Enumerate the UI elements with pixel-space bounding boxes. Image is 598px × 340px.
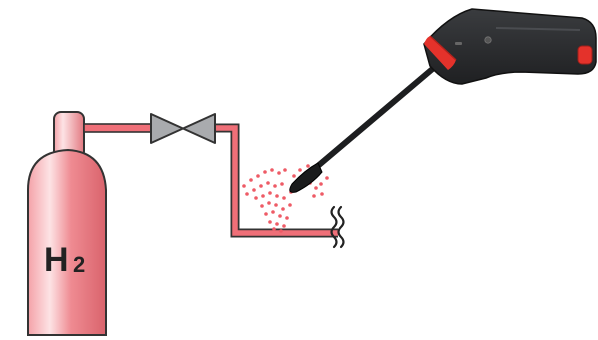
- leak-dot: [272, 227, 276, 231]
- detector-button: [484, 36, 492, 44]
- leak-dot: [279, 229, 283, 233]
- hydrogen-cylinder-icon: [27, 148, 107, 336]
- valve-icon: [150, 113, 216, 144]
- leak-detector-icon: [289, 8, 597, 193]
- leak-dot: [281, 207, 285, 211]
- leak-dot: [312, 194, 316, 198]
- pipe-segment-right-fill: [213, 125, 338, 236]
- leak-dot: [273, 184, 277, 188]
- leak-dot: [278, 214, 282, 218]
- leak-dot: [271, 210, 275, 214]
- hydrogen-cylinder: H 2: [27, 111, 107, 336]
- leak-dot: [266, 181, 270, 185]
- leak-dot: [319, 182, 323, 186]
- detector-handle: [423, 8, 597, 85]
- leak-dot: [264, 212, 268, 216]
- leak-dot: [267, 201, 271, 205]
- leak-dot: [298, 168, 302, 172]
- leak-dot: [274, 203, 278, 207]
- leak-dot: [282, 196, 286, 200]
- cylinder-subscript: 2: [73, 252, 85, 277]
- leak-dot: [292, 174, 296, 178]
- leak-dot: [242, 184, 246, 188]
- leak-dot: [275, 194, 279, 198]
- leak-dot: [268, 220, 272, 224]
- leak-dot: [282, 224, 286, 228]
- leak-dot: [263, 170, 267, 174]
- detector-status-led: [455, 42, 462, 45]
- leak-dot: [277, 171, 281, 175]
- detector-accent-band: [424, 36, 456, 70]
- leak-dot: [254, 196, 258, 200]
- leak-dot: [249, 178, 253, 182]
- detector-grip-groove: [495, 27, 581, 31]
- leak-dot: [275, 222, 279, 226]
- leak-dot: [260, 204, 264, 208]
- leak-dot: [245, 192, 249, 196]
- leak-dot: [259, 184, 263, 188]
- leak-dot: [283, 168, 287, 172]
- detector-rear-cap: [577, 45, 593, 65]
- pipe-segment-top-left: [83, 123, 153, 133]
- leak-dot: [325, 176, 329, 180]
- leak-dot: [306, 164, 310, 168]
- pipe-break-icon: [330, 205, 345, 249]
- leak-dot: [270, 168, 274, 172]
- leak-dot: [288, 203, 292, 207]
- leak-dot: [280, 182, 284, 186]
- leak-spray-icon: [242, 164, 329, 233]
- leak-dot: [314, 186, 318, 190]
- pipe-segment-right: [213, 123, 338, 238]
- leak-dot: [261, 194, 265, 198]
- leak-dot: [252, 188, 256, 192]
- detector-probe-wand: [303, 63, 439, 179]
- leak-dot: [256, 174, 260, 178]
- cylinder-formula: H: [44, 241, 69, 279]
- detector-probe-tip: [289, 162, 323, 193]
- leak-dot: [320, 192, 324, 196]
- leak-dot: [268, 191, 272, 195]
- leak-dot: [285, 216, 289, 220]
